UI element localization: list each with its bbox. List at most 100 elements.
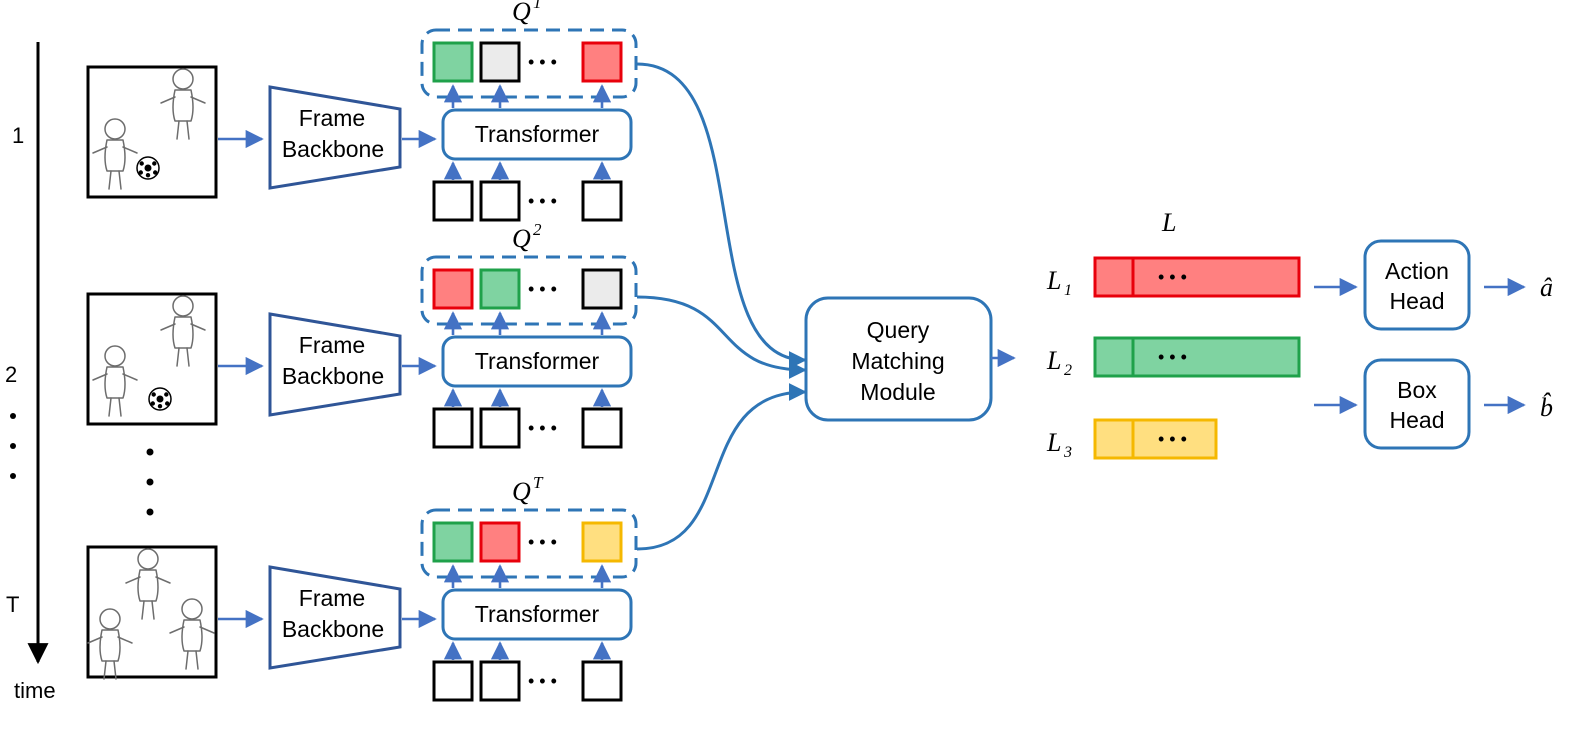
input-token-box: [432, 407, 474, 449]
frame-image: [86, 65, 218, 199]
input-token-box: [581, 180, 623, 222]
tick-ellipsis: [10, 413, 16, 479]
person-icon: [160, 295, 206, 367]
box-head-line-1: Box: [1397, 377, 1437, 403]
transformer-label: Transformer: [475, 348, 600, 374]
qmm-line-3: Module: [860, 379, 935, 405]
query-box: [432, 41, 474, 83]
qmm-line-1: Query: [867, 317, 930, 343]
heads: Action Head â Box Head b̂: [1314, 239, 1553, 450]
L-row-dots: • • •: [1158, 347, 1187, 367]
qmm-line-2: Matching: [851, 348, 944, 374]
person-icon: [92, 345, 138, 417]
query-group-outline: [420, 255, 638, 326]
L-row-dots: • • •: [1158, 429, 1187, 449]
action-head-line-1: Action: [1385, 258, 1449, 284]
frame-backbone: [268, 85, 402, 190]
query-dots: • • •: [528, 532, 557, 552]
input-dots: • • •: [528, 671, 557, 691]
query-box: [479, 268, 521, 310]
box-output: b̂: [1540, 393, 1553, 422]
person-icon: [125, 548, 171, 620]
query-dots: • • •: [528, 52, 557, 72]
connector-q2: [636, 295, 807, 379]
backbone-label-line-2: Backbone: [282, 616, 384, 642]
query-superscript: T: [533, 473, 544, 492]
input-token-box: [479, 180, 521, 222]
person-icon: [87, 608, 133, 680]
query-group-outline: [420, 28, 638, 99]
query-superscript: 2: [533, 220, 542, 239]
query-label: Q: [512, 0, 531, 26]
frame-backbone: [268, 565, 402, 670]
box-head-line-2: Head: [1390, 407, 1445, 433]
time-axis: 1 2 T time: [5, 42, 56, 703]
tick-2: 2: [5, 362, 17, 387]
query-connectors: [636, 62, 807, 551]
query-box: [581, 521, 623, 563]
time-label: time: [14, 678, 56, 703]
input-token-box: [432, 660, 474, 702]
person-icon: [169, 598, 215, 670]
box-head-box: [1363, 358, 1471, 450]
frame-image: [86, 292, 218, 426]
soccer-ball-icon: [136, 156, 160, 180]
input-token-box: [581, 407, 623, 449]
query-box: [581, 268, 623, 310]
frames-ellipsis: [146, 448, 154, 516]
person-icon: [92, 118, 138, 190]
input-token-box: [479, 660, 521, 702]
frame-image: [86, 545, 218, 680]
action-output: â: [1540, 273, 1553, 302]
soccer-ball-icon: [148, 387, 172, 411]
query-matching-module: Query Matching Module: [804, 296, 993, 422]
transformer-label: Transformer: [475, 121, 600, 147]
L-row-bar: [1093, 256, 1301, 298]
backbone-label-line-1: Frame: [299, 332, 365, 358]
query-label: Q: [512, 477, 531, 506]
query-box: [432, 521, 474, 563]
query-label: Q: [512, 224, 531, 253]
tick-T: T: [6, 592, 19, 617]
query-box: [479, 521, 521, 563]
backbone-label-line-2: Backbone: [282, 363, 384, 389]
query-group-outline: [420, 508, 638, 579]
input-dots: • • •: [528, 191, 557, 211]
connector-q1: [636, 62, 807, 369]
input-token-box: [432, 180, 474, 222]
L-row-subscript: 1: [1064, 282, 1072, 299]
query-dots: • • •: [528, 279, 557, 299]
action-head-line-2: Head: [1390, 288, 1445, 314]
input-token-box: [581, 660, 623, 702]
L-row-name: L: [1046, 428, 1061, 457]
L-label: L: [1161, 208, 1176, 237]
action-head-box: [1363, 239, 1471, 331]
query-box: [581, 41, 623, 83]
L-row-dots: • • •: [1158, 267, 1187, 287]
backbone-label-line-2: Backbone: [282, 136, 384, 162]
backbone-label-line-1: Frame: [299, 105, 365, 131]
transformer-label: Transformer: [475, 601, 600, 627]
L-row-name: L: [1046, 266, 1061, 295]
L-row-subscript: 3: [1063, 444, 1072, 461]
person-icon: [160, 68, 206, 140]
connector-qT: [636, 383, 807, 551]
query-box: [432, 268, 474, 310]
transformer-box: [441, 108, 633, 161]
query-superscript: 1: [533, 0, 542, 12]
L-row-bar: [1093, 336, 1301, 378]
frame-backbone: [268, 312, 402, 417]
backbone-label-line-1: Frame: [299, 585, 365, 611]
tick-1: 1: [12, 123, 24, 148]
L-row-name: L: [1046, 346, 1061, 375]
query-box: [479, 41, 521, 83]
